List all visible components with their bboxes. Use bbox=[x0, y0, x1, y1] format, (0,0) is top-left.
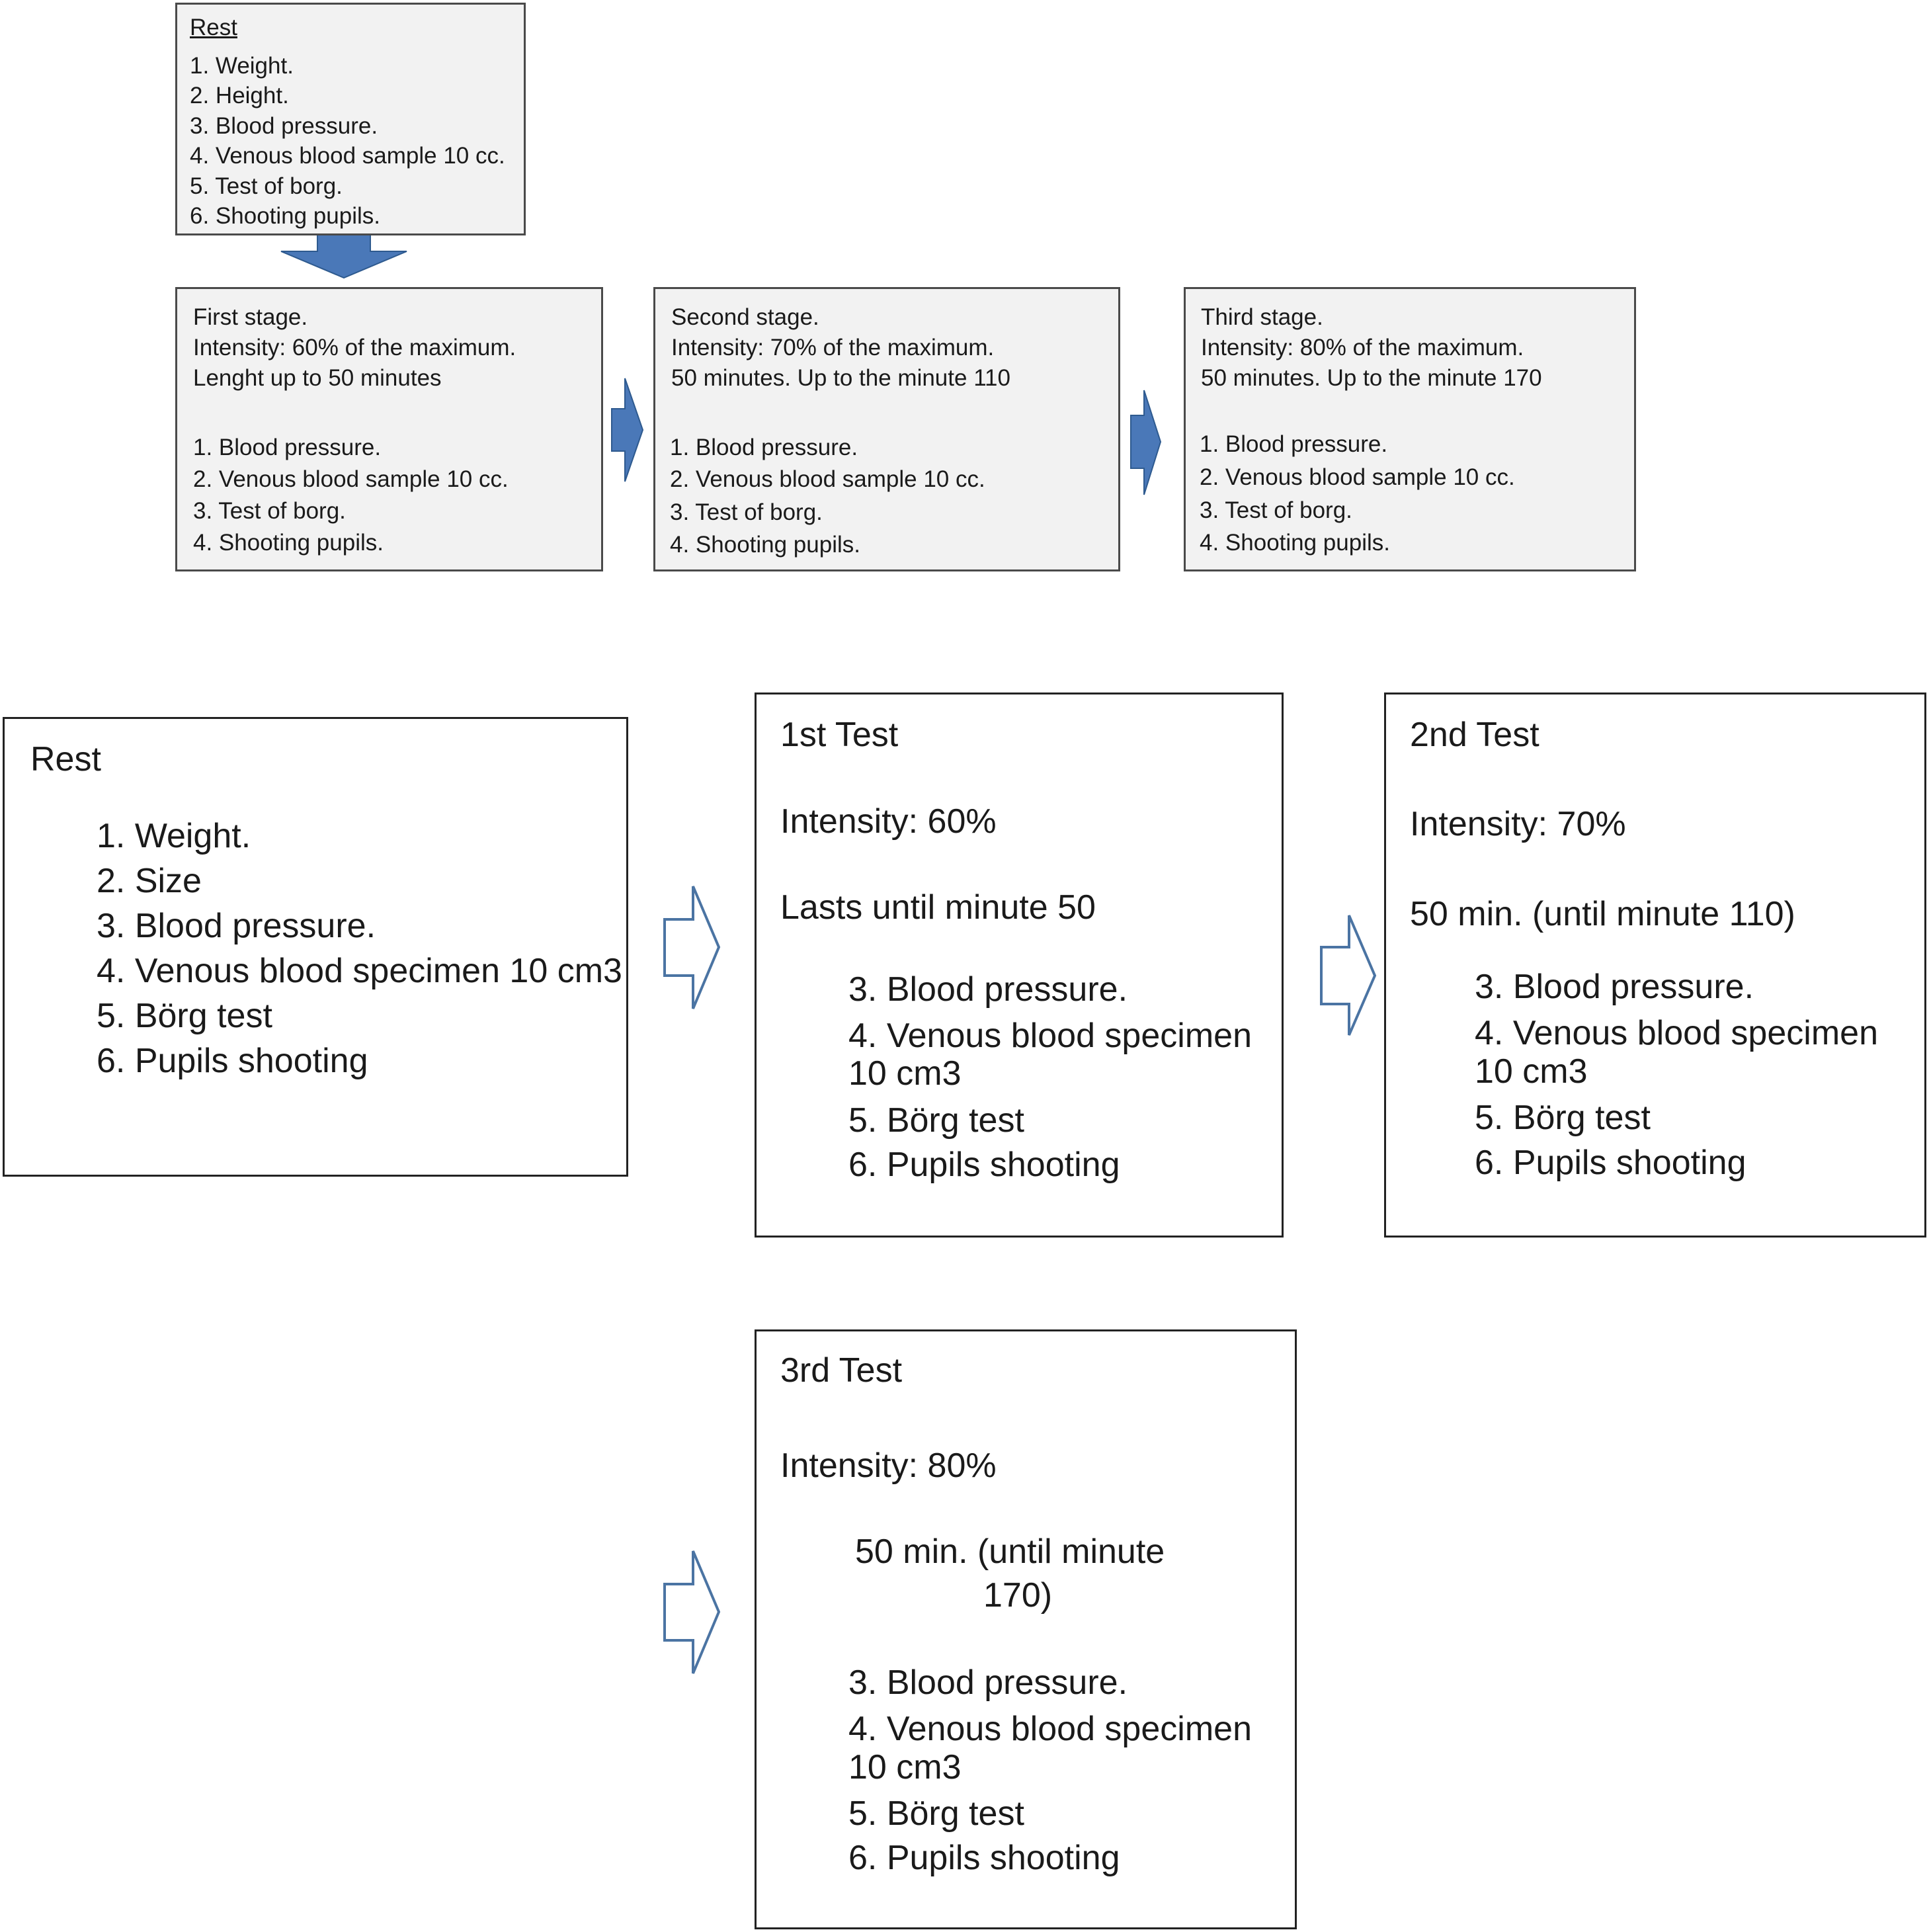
bottom-rest-item: 2. Size bbox=[97, 862, 202, 900]
right-arrow-icon bbox=[1130, 390, 1162, 495]
test3-item: 6. Pupils shooting bbox=[848, 1839, 1120, 1877]
bottom-rest-box bbox=[3, 717, 628, 1177]
outline-right-arrow-icon bbox=[1320, 915, 1377, 1036]
top-rest-item: 6. Shooting pupils. bbox=[190, 203, 380, 229]
second-stage-item: 2. Venous blood sample 10 cc. bbox=[670, 466, 985, 492]
outline-right-arrow-icon bbox=[663, 1550, 721, 1674]
test3-intensity: Intensity: 80% bbox=[780, 1447, 997, 1485]
second-stage-item: 1. Blood pressure. bbox=[670, 435, 858, 460]
test3-duration-line: 50 min. (until minute bbox=[855, 1533, 1165, 1571]
test2-item: 3. Blood pressure. bbox=[1475, 968, 1754, 1006]
third-stage-item: 2. Venous blood sample 10 cc. bbox=[1200, 464, 1515, 490]
test3-duration-line: 170) bbox=[983, 1576, 1053, 1615]
first-stage-item: 2. Venous blood sample 10 cc. bbox=[193, 466, 509, 492]
test3-title: 3rd Test bbox=[780, 1351, 903, 1390]
first-stage-item: 4. Shooting pupils. bbox=[193, 530, 384, 556]
second-stage-box bbox=[653, 287, 1120, 571]
third-stage-line: 50 minutes. Up to the minute 170 bbox=[1201, 365, 1542, 391]
top-rest-item: 5. Test of borg. bbox=[190, 173, 343, 199]
test1-item: 10 cm3 bbox=[848, 1054, 962, 1093]
second-stage-item: 4. Shooting pupils. bbox=[670, 532, 860, 558]
bottom-rest-item: 3. Blood pressure. bbox=[97, 907, 376, 945]
top-rest-box bbox=[175, 3, 526, 235]
test1-item: 4. Venous blood specimen bbox=[848, 1017, 1252, 1055]
third-stage-item: 3. Test of borg. bbox=[1200, 497, 1352, 523]
test1-box bbox=[755, 693, 1284, 1238]
test1-duration: Lasts until minute 50 bbox=[780, 888, 1096, 927]
third-stage-line: Third stage. bbox=[1201, 304, 1323, 330]
test2-box bbox=[1384, 693, 1926, 1238]
right-arrow-icon bbox=[611, 378, 644, 482]
third-stage-box bbox=[1184, 287, 1636, 571]
bottom-rest-item: 5. Börg test bbox=[97, 997, 272, 1035]
first-stage-item: 1. Blood pressure. bbox=[193, 435, 382, 460]
test3-item: 5. Börg test bbox=[848, 1794, 1024, 1833]
test3-item: 3. Blood pressure. bbox=[848, 1663, 1128, 1702]
top-rest-item: 2. Height. bbox=[190, 83, 289, 108]
test2-intensity: Intensity: 70% bbox=[1410, 805, 1626, 843]
top-rest-item: 3. Blood pressure. bbox=[190, 113, 378, 139]
test2-duration: 50 min. (until minute 110) bbox=[1410, 895, 1795, 933]
first-stage-line: Lenght up to 50 minutes bbox=[193, 365, 442, 391]
test2-item: 5. Börg test bbox=[1475, 1099, 1651, 1137]
first-stage-item: 3. Test of borg. bbox=[193, 498, 346, 524]
second-stage-item: 3. Test of borg. bbox=[670, 499, 823, 525]
test1-title: 1st Test bbox=[780, 716, 899, 754]
bottom-rest-item: 1. Weight. bbox=[97, 817, 251, 855]
test1-item: 3. Blood pressure. bbox=[848, 970, 1128, 1009]
second-stage-line: Intensity: 70% of the maximum. bbox=[671, 335, 995, 360]
first-stage-line: Intensity: 60% of the maximum. bbox=[193, 335, 516, 360]
test2-item: 10 cm3 bbox=[1475, 1052, 1588, 1091]
first-stage-line: First stage. bbox=[193, 304, 308, 330]
test2-title: 2nd Test bbox=[1410, 716, 1539, 754]
top-rest-item: 4. Venous blood sample 10 cc. bbox=[190, 143, 505, 169]
test1-intensity: Intensity: 60% bbox=[780, 802, 997, 841]
test1-item: 5. Börg test bbox=[848, 1101, 1024, 1140]
test3-box bbox=[755, 1329, 1297, 1929]
top-rest-title: Rest bbox=[190, 15, 237, 40]
bottom-rest-title: Rest bbox=[30, 740, 101, 778]
test1-item: 6. Pupils shooting bbox=[848, 1146, 1120, 1184]
first-stage-box bbox=[175, 287, 603, 571]
third-stage-item: 4. Shooting pupils. bbox=[1200, 530, 1390, 556]
outline-right-arrow-icon bbox=[663, 886, 721, 1009]
test2-item: 4. Venous blood specimen bbox=[1475, 1014, 1878, 1052]
down-arrow-icon bbox=[280, 234, 407, 279]
bottom-rest-item: 6. Pupils shooting bbox=[97, 1042, 368, 1080]
test3-item: 10 cm3 bbox=[848, 1748, 962, 1786]
bottom-rest-item: 4. Venous blood specimen 10 cm3 bbox=[97, 952, 622, 990]
top-rest-item: 1. Weight. bbox=[190, 53, 294, 79]
test3-item: 4. Venous blood specimen bbox=[848, 1710, 1252, 1748]
third-stage-line: Intensity: 80% of the maximum. bbox=[1201, 335, 1524, 360]
second-stage-line: Second stage. bbox=[671, 304, 819, 330]
test2-item: 6. Pupils shooting bbox=[1475, 1144, 1746, 1182]
third-stage-item: 1. Blood pressure. bbox=[1200, 431, 1388, 457]
second-stage-line: 50 minutes. Up to the minute 110 bbox=[671, 365, 1010, 391]
